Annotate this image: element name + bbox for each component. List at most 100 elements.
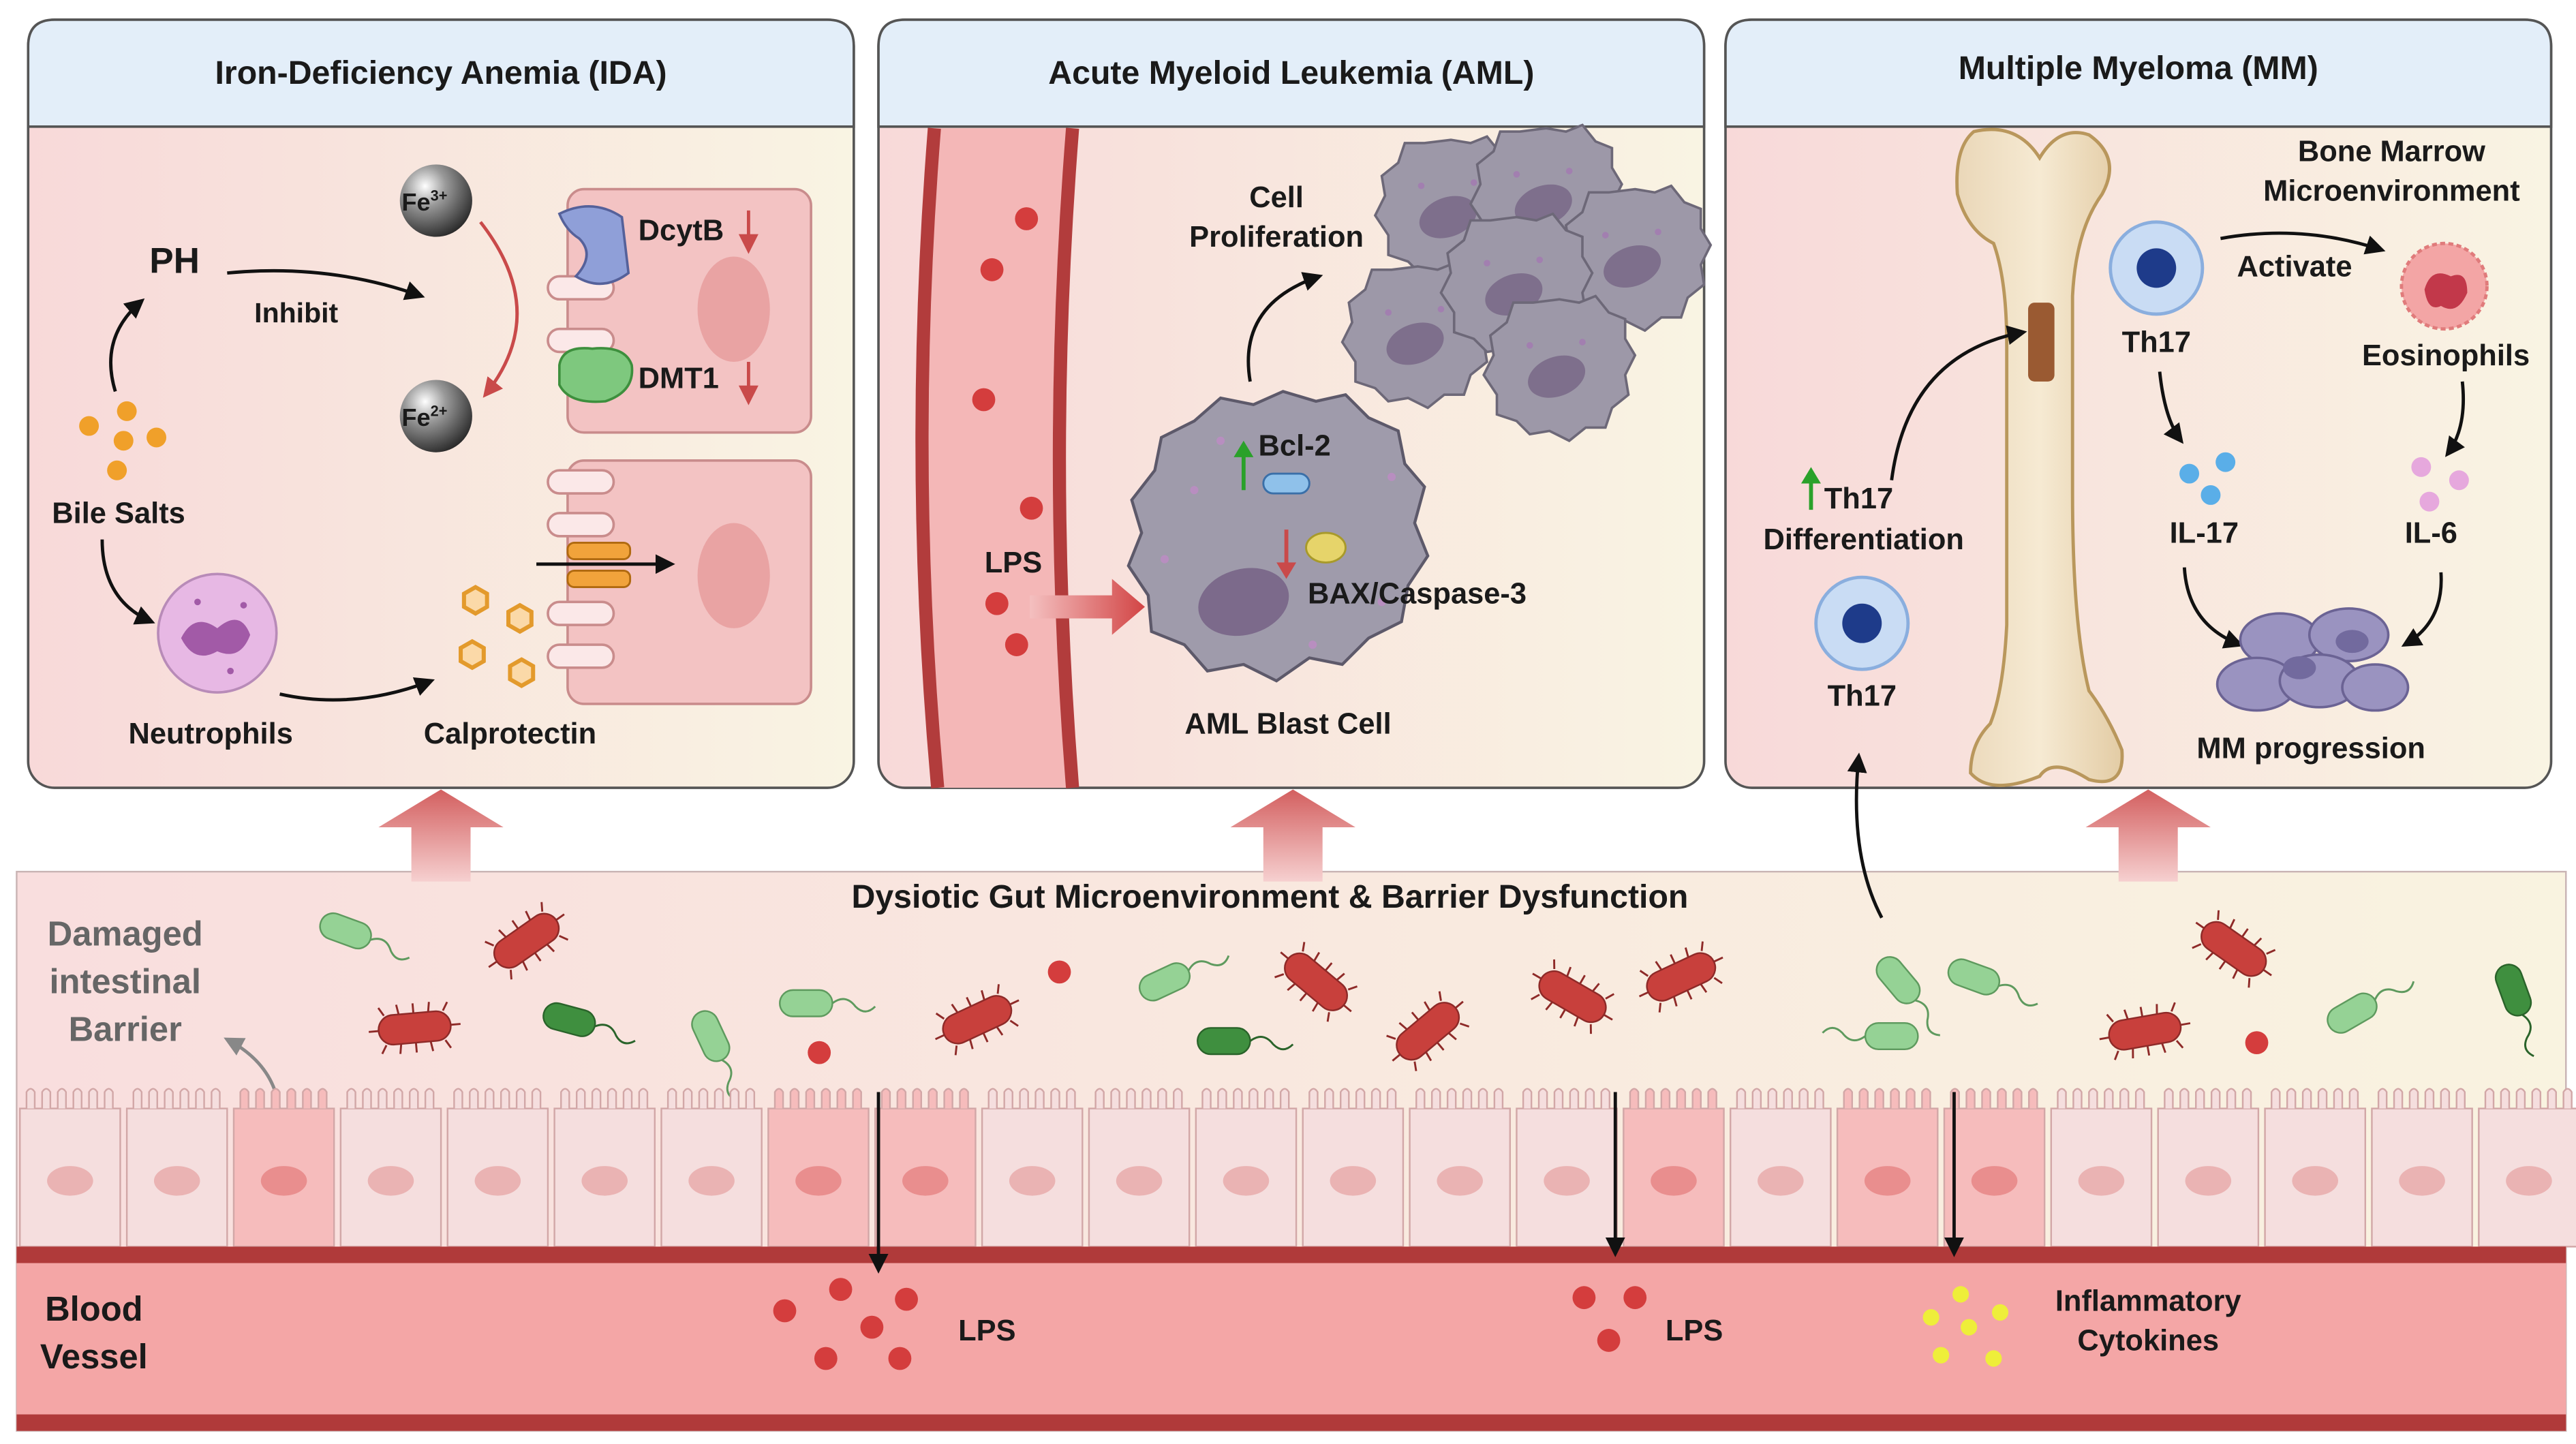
- epithelial-cell: [660, 1088, 763, 1248]
- il17-to-mm-arrow: [2182, 567, 2244, 649]
- ph-inhibit-arrow: [227, 268, 425, 301]
- dmt1-label: DMT1: [639, 363, 719, 395]
- epithelial-cell: [981, 1088, 1084, 1248]
- calprotectin-label: Calprotectin: [424, 718, 596, 750]
- blood-vessel-label-2: Vessel: [40, 1337, 148, 1376]
- damaged-epithelial-cell: [1836, 1088, 1939, 1248]
- bile-salts-label: Bile Salts: [52, 497, 185, 529]
- il6-to-mm-arrow: [2401, 572, 2443, 647]
- dcytb-transporter: [557, 204, 630, 286]
- enterocyte-bottom: [566, 459, 812, 705]
- svg-text:Fe3+: Fe3+: [401, 187, 447, 215]
- epithelial-cell: [1195, 1088, 1298, 1248]
- th17-cell-bottom: [1814, 575, 1910, 671]
- aml-panel: Acute Myeloid Leukemia (AML) LPS Bcl-2 B…: [877, 18, 1713, 789]
- il6-label: IL-6: [2405, 517, 2457, 549]
- fe2-ion: Fe2+: [399, 380, 472, 452]
- big-up-arrows: [378, 789, 2211, 882]
- bcl2-label: Bcl-2: [1259, 430, 1331, 463]
- bcl2-protein: [1262, 472, 1310, 495]
- th17-diff-arrow: [1890, 325, 2027, 481]
- up-arrow-aml: [1230, 789, 1355, 882]
- fe3-ion: Fe3+: [399, 164, 472, 237]
- iron-channel: [536, 541, 675, 589]
- th17-cell-top: [2109, 220, 2205, 316]
- bone-marrow-label-2: Microenvironment: [2263, 174, 2520, 207]
- bax-caspase-protein: [1305, 532, 1347, 564]
- damaged-epithelial-cell: [874, 1088, 977, 1248]
- epithelial-cell: [2371, 1088, 2473, 1248]
- bile-to-neutrophil-arrow: [100, 539, 155, 625]
- il17-dots: [2179, 452, 2236, 505]
- cell-proliferation-label-1: Cell: [1249, 181, 1304, 214]
- aml-blast-cell-label: AML Blast Cell: [1184, 707, 1391, 740]
- damaged-epithelial-cell: [1623, 1088, 1725, 1248]
- blood-vessel: [16, 1246, 2566, 1431]
- dmt1-transporter: [558, 347, 634, 403]
- damaged-epithelial-cell: [767, 1088, 870, 1248]
- blood-lps-dots-1: [773, 1278, 918, 1370]
- epithelial-cell: [339, 1088, 442, 1248]
- epithelial-cell: [19, 1088, 121, 1248]
- myeloma-cell-cluster: [2215, 607, 2410, 712]
- gut-title: Dysiotic Gut Microenvironment & Barrier …: [851, 878, 1688, 915]
- th17-top-label: Th17: [2122, 326, 2191, 358]
- epithelial-cell: [1302, 1088, 1405, 1248]
- cytokines-label-2: Cytokines: [2077, 1324, 2219, 1357]
- epithelial-cell: [2264, 1088, 2367, 1248]
- epithelial-cell: [2478, 1088, 2576, 1248]
- epithelial-cell: [446, 1088, 549, 1248]
- epithelial-cell: [1730, 1088, 1832, 1248]
- svg-text:Fe2+: Fe2+: [401, 403, 447, 431]
- ph-label: PH: [149, 241, 200, 281]
- damaged-label-3: Barrier: [69, 1010, 182, 1049]
- ida-title: Iron-Deficiency Anemia (IDA): [215, 55, 667, 91]
- dcytb-label: DcytB: [639, 214, 724, 247]
- th17-diff-label-1: Th17: [1824, 482, 1893, 515]
- epithelial-cell: [1409, 1088, 1512, 1248]
- ida-panel: Iron-Deficiency Anemia (IDA) DcytB DMT1: [27, 18, 855, 789]
- neutrophil-to-calprotectin-arrow: [279, 677, 435, 702]
- blood-lps-label-1: LPS: [958, 1315, 1015, 1347]
- proliferation-arrow: [1246, 272, 1323, 382]
- lps-to-blast-arrow: [1030, 579, 1146, 635]
- gut-to-th17-arrow: [1847, 752, 1884, 919]
- aml-lps-dots: [972, 207, 1043, 656]
- inhibit-label: Inhibit: [254, 297, 338, 328]
- th17-to-il17-arrow: [2158, 371, 2184, 444]
- calprotectin-hexagons: [459, 585, 536, 688]
- neutrophils-label: Neutrophils: [129, 718, 293, 750]
- epithelial-cell: [2157, 1088, 2260, 1248]
- mm-progression-label: MM progression: [2196, 733, 2425, 765]
- aml-lps-label: LPS: [985, 547, 1042, 579]
- inflammatory-cytokine-dots: [1922, 1286, 2009, 1367]
- aml-title: Acute Myeloid Leukemia (AML): [1048, 55, 1534, 91]
- epithelial-cell: [1516, 1088, 1618, 1248]
- damaged-epithelial-cell: [1943, 1088, 2046, 1248]
- up-arrow-mm: [2085, 789, 2211, 882]
- bone-marrow-label-1: Bone Marrow: [2298, 136, 2485, 168]
- blood-lps-dots-2: [1572, 1286, 1647, 1352]
- blood-vessel-label-1: Blood: [45, 1289, 143, 1328]
- il6-dots: [2411, 457, 2469, 512]
- eosinophil-to-il6-arrow: [2445, 381, 2466, 457]
- eosinophil-cell: [2399, 241, 2489, 331]
- eosinophils-label: Eosinophils: [2362, 339, 2530, 372]
- gut-section: Dysiotic Gut Microenvironment & Barrier …: [16, 870, 2576, 1432]
- epithelial-cell: [1088, 1088, 1191, 1248]
- mm-panel: Multiple Myeloma (MM) Bone Marrow Microe…: [1724, 18, 2553, 789]
- aml-blood-vessel: [921, 128, 1073, 788]
- th17-diff-label-2: Differentiation: [1763, 523, 1963, 556]
- epithelial-cell: [2050, 1088, 2153, 1248]
- fe-reduction-arrow: [479, 221, 519, 398]
- up-arrow-ida: [378, 789, 504, 882]
- cell-proliferation-label-2: Proliferation: [1189, 221, 1364, 254]
- mm-title: Multiple Myeloma (MM): [1959, 50, 2318, 87]
- gut-lps-dots: [808, 960, 2269, 1064]
- bile-to-ph-arrow: [109, 298, 145, 393]
- il17-label: IL-17: [2170, 517, 2239, 549]
- damaged-epithelial-cell: [232, 1088, 335, 1248]
- neutrophil-cell: [157, 572, 278, 694]
- activate-label: Activate: [2237, 250, 2352, 283]
